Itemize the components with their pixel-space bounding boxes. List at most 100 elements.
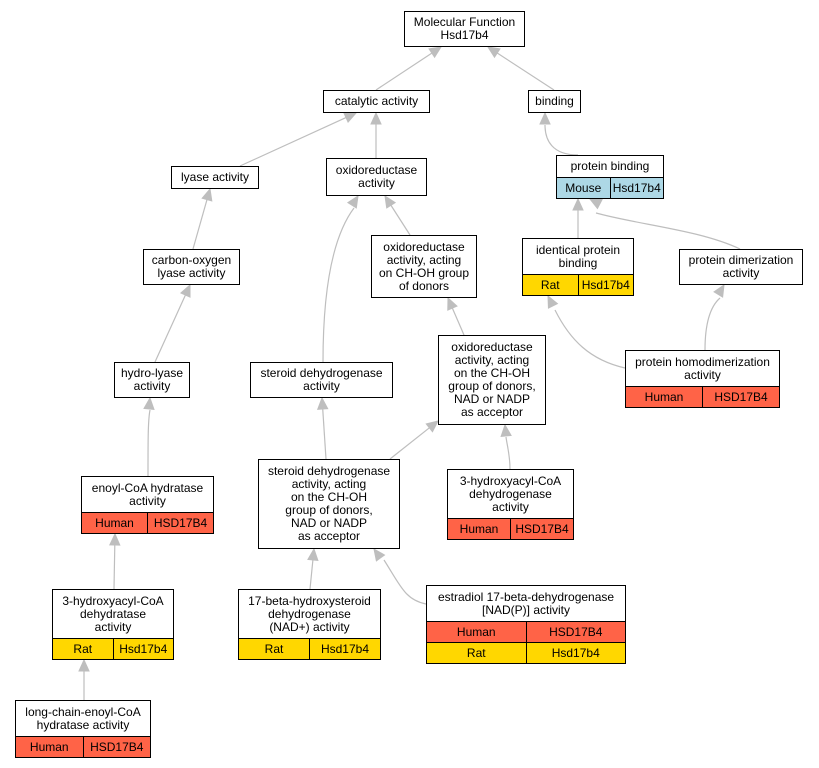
node-label: 17-beta-hydroxysteroid dehydrogenase (NA… bbox=[248, 593, 371, 634]
edge-arrowhead bbox=[486, 46, 501, 59]
gene-cell: Hsd17b4 bbox=[577, 275, 634, 295]
node-label: oxidoreductase activity bbox=[335, 163, 418, 190]
node-hacd-dh[interactable]: 3-hydroxyacyl-CoA dehydrogenase activity… bbox=[447, 469, 574, 540]
edge-line bbox=[154, 294, 186, 363]
gene-cell: HSD17B4 bbox=[82, 737, 151, 757]
edge-line bbox=[496, 52, 555, 91]
edge-arrowhead bbox=[447, 296, 458, 311]
edge-arrowhead bbox=[78, 658, 90, 672]
node-steroid-dh[interactable]: steroid dehydrogenase activity bbox=[250, 362, 393, 398]
node-label: 3-hydroxyacyl-CoA dehydrogenase activity bbox=[459, 473, 562, 514]
edge-arrowhead bbox=[370, 111, 382, 125]
node-label: enoyl-CoA hydratase activity bbox=[91, 480, 204, 508]
node-label: Molecular Function Hsd17b4 bbox=[413, 15, 516, 42]
node-label: estradiol 17-beta-dehydrogenase [NAD(P)]… bbox=[437, 589, 615, 617]
edge-arrowhead bbox=[713, 283, 725, 298]
gene-cell: HSD17B4 bbox=[510, 519, 573, 539]
edge-arrowhead bbox=[547, 294, 559, 309]
edge-arrowhead bbox=[343, 112, 358, 124]
node-label: steroid dehydrogenase activity, acting o… bbox=[267, 464, 391, 543]
edge-arrowhead bbox=[500, 423, 512, 438]
node-oxido-nad[interactable]: oxidoreductase activity, acting on the C… bbox=[438, 335, 546, 425]
edge-arrowhead bbox=[588, 198, 603, 210]
edge-line bbox=[390, 204, 411, 236]
gene-cell: Hsd17b4 bbox=[609, 178, 664, 198]
gene-cell: HSD17B4 bbox=[525, 622, 626, 642]
edge-arrowhead bbox=[201, 187, 213, 202]
annotation-row: Human HSD17B4 bbox=[448, 518, 573, 539]
edge-line bbox=[113, 544, 116, 590]
edge-line bbox=[704, 297, 721, 351]
gene-cell: Hsd17b4 bbox=[525, 643, 626, 663]
species-cell: Human bbox=[456, 625, 496, 639]
node-label: steroid dehydrogenase activity bbox=[260, 366, 383, 393]
species-cell: Human bbox=[95, 516, 134, 530]
node-label: catalytic activity bbox=[334, 94, 419, 108]
species-cell: Mouse bbox=[565, 181, 602, 195]
species-cell: Rat bbox=[264, 642, 284, 656]
node-carbon-oxygen[interactable]: carbon-oxygen lyase activity bbox=[143, 249, 240, 285]
edge-arrowhead bbox=[425, 420, 439, 433]
node-label: hydro-lyase activity bbox=[120, 366, 184, 393]
node-dimerization[interactable]: protein dimerization activity bbox=[679, 249, 803, 285]
edge-line bbox=[451, 307, 465, 336]
edge-line bbox=[383, 559, 427, 605]
node-lyase[interactable]: lyase activity bbox=[171, 166, 259, 189]
node-label: protein homodimerization activity bbox=[635, 354, 770, 382]
edge-line bbox=[147, 409, 151, 477]
edge-line bbox=[192, 199, 208, 250]
node-label: carbon-oxygen lyase activity bbox=[151, 253, 232, 280]
annotation-row: Human HSD17B4 bbox=[427, 621, 625, 642]
edge-line bbox=[322, 207, 355, 363]
node-label: protein binding bbox=[570, 159, 650, 173]
species-cell: Human bbox=[459, 522, 499, 536]
edge-line bbox=[239, 117, 347, 167]
node-b17[interactable]: 17-beta-hydroxysteroid dehydrogenase (NA… bbox=[238, 589, 381, 660]
annotation-row: Mouse Hsd17b4 bbox=[557, 177, 663, 198]
edge-arrowhead bbox=[428, 46, 443, 59]
edge-arrowhead bbox=[316, 396, 329, 410]
edge-line bbox=[322, 408, 327, 460]
edge-arrowhead bbox=[307, 547, 319, 562]
node-label: 3-hydroxyacyl-CoA dehydratase activity bbox=[62, 593, 164, 634]
node-label: identical protein binding bbox=[535, 242, 621, 270]
node-label: binding bbox=[535, 94, 574, 108]
annotation-row: Rat Hsd17b4 bbox=[239, 638, 380, 659]
edge-line bbox=[389, 427, 430, 460]
node-estradiol[interactable]: estradiol 17-beta-dehydrogenase [NAD(P)]… bbox=[426, 585, 626, 664]
species-cell: Rat bbox=[73, 642, 93, 656]
gene-cell: Hsd17b4 bbox=[112, 639, 174, 659]
node-oxidoreductase[interactable]: oxidoreductase activity bbox=[326, 158, 427, 196]
node-steroid-nad[interactable]: steroid dehydrogenase activity, acting o… bbox=[258, 459, 400, 549]
gene-cell: Hsd17b4 bbox=[309, 639, 380, 659]
node-mf[interactable]: Molecular Function Hsd17b4 bbox=[404, 11, 525, 47]
edge-arrowhead bbox=[539, 111, 551, 125]
node-label: oxidoreductase activity, acting on the C… bbox=[448, 340, 536, 419]
edge-line bbox=[544, 124, 579, 156]
node-oxido-choh[interactable]: oxidoreductase activity, acting on CH-OH… bbox=[371, 235, 477, 298]
edge-arrowhead bbox=[143, 396, 155, 410]
edge-line bbox=[375, 52, 433, 91]
edge-arrowhead bbox=[572, 197, 584, 211]
node-binding[interactable]: binding bbox=[528, 90, 581, 113]
node-hydro-lyase[interactable]: hydro-lyase activity bbox=[114, 362, 190, 398]
node-label: long-chain-enoyl-CoA hydratase activity bbox=[25, 704, 141, 732]
node-catalytic[interactable]: catalytic activity bbox=[323, 90, 430, 113]
node-label: protein dimerization activity bbox=[688, 253, 794, 280]
edge-arrowhead bbox=[179, 283, 191, 298]
annotation-row: Rat Hsd17b4 bbox=[53, 638, 173, 659]
edge-arrowhead bbox=[384, 194, 397, 209]
edge-line bbox=[595, 212, 741, 250]
gene-cell: HSD17B4 bbox=[702, 387, 779, 407]
